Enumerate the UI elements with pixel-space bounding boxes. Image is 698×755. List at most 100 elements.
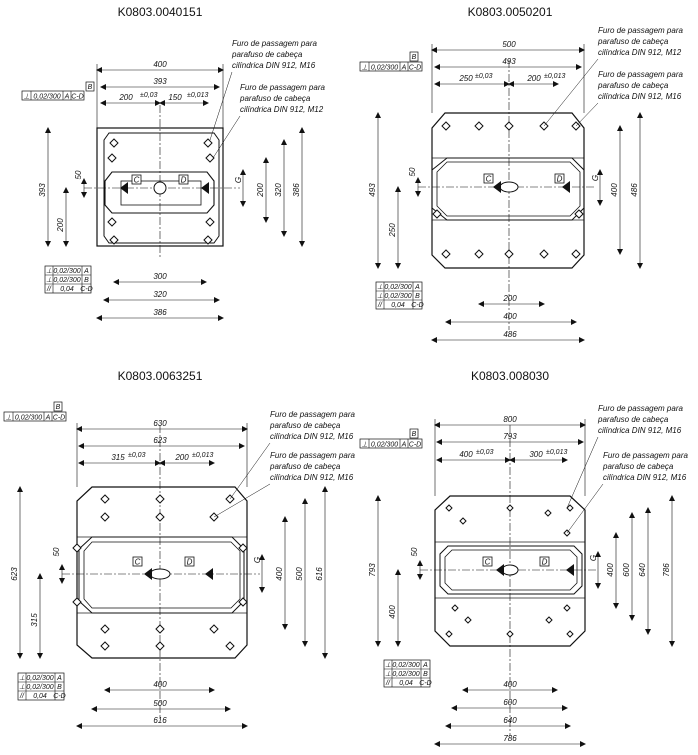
svg-text:Furo de passagem para: Furo de passagem para: [270, 410, 355, 419]
drawing-k0803-0050201: K0803.0050201 C D 500 49: [359, 5, 683, 343]
dim-right-offset: 150: [168, 93, 182, 102]
fcf-block-bottom: ⊥ 0,02/300 A ⊥ 0,02/300 B // 0,04 C-D: [44, 265, 93, 294]
svg-text:0,02/300: 0,02/300: [392, 662, 419, 669]
fcf-datum: A: [401, 65, 407, 72]
dim-left-offset-v: 400: [388, 605, 397, 619]
svg-text:cilíndrica DIN 912, M12: cilíndrica DIN 912, M12: [598, 48, 682, 57]
svg-text:0,02/300: 0,02/300: [53, 268, 80, 275]
bolt-hole: [203, 235, 213, 245]
dim-bottom-outer: 486: [503, 330, 517, 339]
dim-left-height: 623: [10, 567, 19, 581]
datum-c-label: C: [486, 175, 492, 184]
svg-text:cilíndrica DIN 912, M16: cilíndrica DIN 912, M16: [598, 426, 682, 435]
svg-text:C-D: C-D: [80, 286, 92, 293]
fcf-datum: A: [401, 442, 407, 449]
fcf-tolerance: 0,02/300: [371, 442, 398, 449]
datum-c-label: C: [135, 558, 141, 567]
datum-d-label: D: [181, 176, 187, 185]
svg-text:parafuso de cabeça: parafuso de cabeça: [597, 37, 669, 46]
svg-text:⊥: ⊥: [377, 284, 383, 291]
drawing-code: K0803.0040151: [118, 5, 203, 19]
svg-text:parafuso de cabeça: parafuso de cabeça: [597, 81, 669, 90]
dim-left-offset-v: 315: [30, 613, 39, 627]
bolt-hole: [205, 153, 215, 163]
callout-note-top: Furo de passagem para parafuso de cabeça…: [231, 39, 317, 70]
dim-bottom-mid: 500: [153, 699, 167, 708]
fcf-datum: C-D: [71, 94, 83, 101]
plate-top-face: [103, 132, 220, 244]
svg-text:parafuso de cabeça: parafuso de cabeça: [239, 94, 311, 103]
dim-bottom-outer: 386: [153, 308, 167, 317]
dim-left-offset: 400: [459, 450, 473, 459]
dim-right-outer: 386: [292, 183, 301, 197]
svg-text://: //: [19, 693, 25, 700]
svg-text://: //: [46, 286, 52, 293]
dim-left-height: 793: [368, 563, 377, 577]
svg-text:0,02/300: 0,02/300: [26, 675, 53, 682]
callout-note-top: Furo de passagem para parafuso de cabeça…: [269, 410, 355, 441]
dim-bottom-mid: 600: [503, 698, 517, 707]
fcf-block-bottom: ⊥ 0,02/300 A ⊥ 0,02/300 B // 0,04 C-D: [375, 281, 424, 310]
drawing-code: K0803.0050201: [468, 5, 553, 19]
dim-bore: 50: [52, 547, 61, 556]
bolt-hole: [107, 153, 117, 163]
fcf-datum: A: [45, 415, 51, 422]
centre-bore: [153, 181, 167, 195]
svg-text:⊥: ⊥: [385, 671, 391, 678]
drawing-k0803-0040151: K0803.0040151 C D: [21, 5, 325, 321]
datum-b-label: B: [412, 431, 417, 438]
dim-bottom-outer: 616: [153, 716, 167, 725]
slot-inner: [120, 180, 202, 206]
fcf-symbol: ⊥: [5, 415, 11, 422]
fcf-tolerance: 0,02/300: [33, 94, 60, 101]
svg-text:⊥: ⊥: [46, 268, 52, 275]
dim-bottom-inner: 400: [153, 680, 167, 689]
svg-text:0,04: 0,04: [60, 286, 74, 293]
callout-note-bottom: Furo de passagem para parafuso de cabeça…: [597, 70, 683, 101]
svg-text:⊥: ⊥: [19, 675, 25, 682]
svg-text:Furo de passagem para: Furo de passagem para: [232, 39, 317, 48]
svg-text:0,02/300: 0,02/300: [392, 671, 419, 678]
svg-text://: //: [377, 302, 383, 309]
bolt-hole: [205, 217, 215, 227]
dim-outer-width: 500: [502, 40, 516, 49]
fcf-datum: C-D: [409, 65, 421, 72]
dim-left-offset-tol: ±0,03: [140, 92, 158, 99]
dim-right-offset: 200: [174, 453, 189, 462]
dim-inner-width: 793: [503, 432, 517, 441]
svg-text:0,02/300: 0,02/300: [53, 277, 80, 284]
dim-outer-width: 400: [153, 60, 167, 69]
drawing-k0803-0063251: K0803.0063251 C D: [3, 369, 355, 729]
dim-inner-width: 393: [153, 77, 167, 86]
svg-text:A: A: [422, 662, 428, 669]
svg-text:parafuso de cabeça: parafuso de cabeça: [231, 50, 303, 59]
fcf-block-bottom: ⊥ 0,02/300 A ⊥ 0,02/300 B // 0,04 C-D: [17, 672, 66, 701]
dim-right-mid2: 640: [638, 563, 647, 577]
fcf-datum: C-D: [53, 415, 65, 422]
drawing-code: K0803.008030: [471, 369, 549, 383]
dim-left-height: 393: [38, 183, 47, 197]
dim-outer-width: 630: [153, 419, 167, 428]
svg-text:0,02/300: 0,02/300: [384, 284, 411, 291]
datum-b-label: B: [88, 84, 93, 91]
callout-note-bottom: Furo de passagem para parafuso de cabeça…: [602, 451, 688, 482]
dim-left-height: 493: [368, 183, 377, 197]
svg-text:B: B: [423, 671, 428, 678]
dim-left-offset-tol: ±0,03: [475, 73, 493, 80]
fcf-block-bottom: ⊥ 0,02/300 A ⊥ 0,02/300 B // 0,04 C-D: [383, 659, 432, 688]
dim-bottom-mid: 400: [503, 312, 517, 321]
dim-left-offset-tol: ±0,03: [476, 449, 494, 456]
datum-d-label: D: [557, 175, 563, 184]
dim-right-mid: 500: [295, 567, 304, 581]
svg-text:B: B: [415, 293, 420, 300]
svg-text:Furo de passagem para: Furo de passagem para: [598, 70, 683, 79]
svg-text:cilíndrica DIN 912, M16: cilíndrica DIN 912, M16: [232, 61, 316, 70]
dim-right-mid: 320: [274, 183, 283, 197]
svg-text:cilíndrica DIN 912, M12: cilíndrica DIN 912, M12: [240, 105, 324, 114]
svg-text:parafuso de cabeça: parafuso de cabeça: [602, 462, 674, 471]
svg-text:cilíndrica DIN 912, M16: cilíndrica DIN 912, M16: [270, 432, 354, 441]
svg-text:0,02/300: 0,02/300: [26, 684, 53, 691]
fcf-symbol: ⊥: [361, 442, 367, 449]
svg-text:cilíndrica DIN 912, M16: cilíndrica DIN 912, M16: [598, 92, 682, 101]
